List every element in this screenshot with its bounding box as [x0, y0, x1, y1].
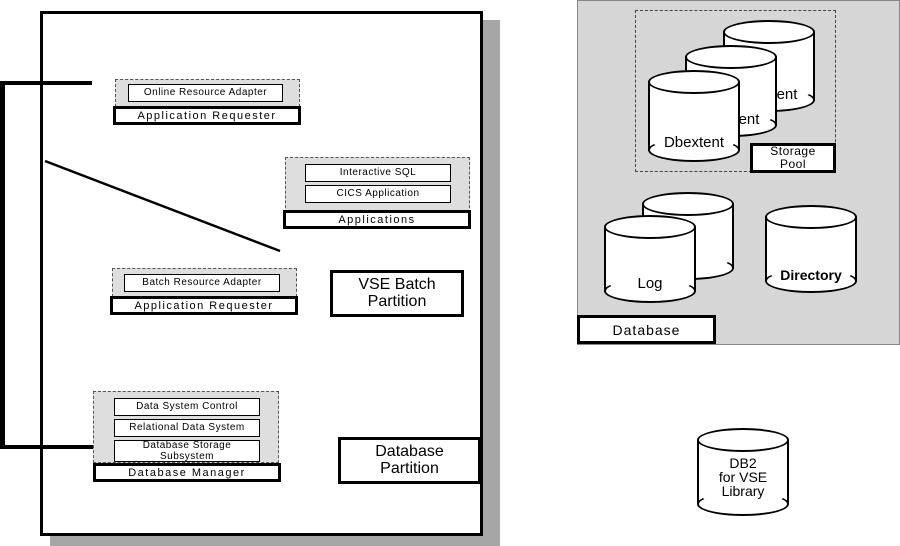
vse-batch-partition-line-1: VSE Batch — [358, 275, 436, 293]
application-item-cics: CICS Application — [305, 185, 451, 203]
applications-label: Applications — [283, 210, 471, 229]
directory-cylinder: Directory — [765, 205, 857, 293]
app-requester-online-label: Application Requester — [113, 106, 301, 125]
dbm-data-system-control: Data System Control — [114, 398, 260, 416]
directory-label: Directory — [780, 267, 842, 283]
dbm-relational-data-system: Relational Data System — [114, 419, 260, 437]
db2-library-line-3: Library — [721, 483, 765, 499]
dbextent-front-label: Dbextent — [663, 134, 725, 151]
app-requester-batch-label: Application Requester — [110, 296, 298, 315]
dbextent-cylinder-front: Dbextent — [648, 70, 740, 162]
online-resource-adapter: Online Resource Adapter — [128, 84, 283, 102]
database-partition-label: Database Partition — [338, 437, 481, 484]
vse-batch-partition-label: VSE Batch Partition — [330, 270, 464, 317]
dbm-database-storage-subsystem: Database Storage Subsystem — [114, 440, 260, 462]
db2-library-line-2: for VSE — [718, 469, 768, 485]
log-cylinder-front: Log — [604, 215, 696, 303]
diagonal-connector — [44, 159, 281, 253]
vse-batch-partition-line-2: Partition — [367, 292, 427, 310]
storage-pool-line-2: Pool — [779, 157, 807, 171]
db2-library-line-1: DB2 — [729, 455, 757, 471]
storage-pool-label: Storage Pool — [750, 143, 836, 173]
dbextent-back-label: ent — [776, 86, 798, 103]
database-partition-line-2: Partition — [380, 459, 439, 477]
database-partition-line-1: Database — [375, 442, 444, 460]
db2-library-label: DB2 for VSE Library — [697, 456, 789, 498]
database-label: Database — [577, 315, 716, 344]
database-manager-label: Database Manager — [93, 463, 281, 482]
connector-vertical — [0, 81, 5, 449]
connector-top — [0, 81, 92, 85]
application-item-interactive-sql: Interactive SQL — [305, 164, 451, 182]
db2-library-cylinder: DB2 for VSE Library — [697, 428, 789, 516]
dbextent-middle-label: ent — [738, 111, 760, 128]
storage-pool-line-1: Storage — [770, 144, 816, 159]
storage-pool-group — [635, 10, 836, 172]
batch-resource-adapter: Batch Resource Adapter — [124, 274, 280, 292]
log-label: Log — [637, 275, 663, 292]
connector-bottom — [0, 445, 94, 449]
